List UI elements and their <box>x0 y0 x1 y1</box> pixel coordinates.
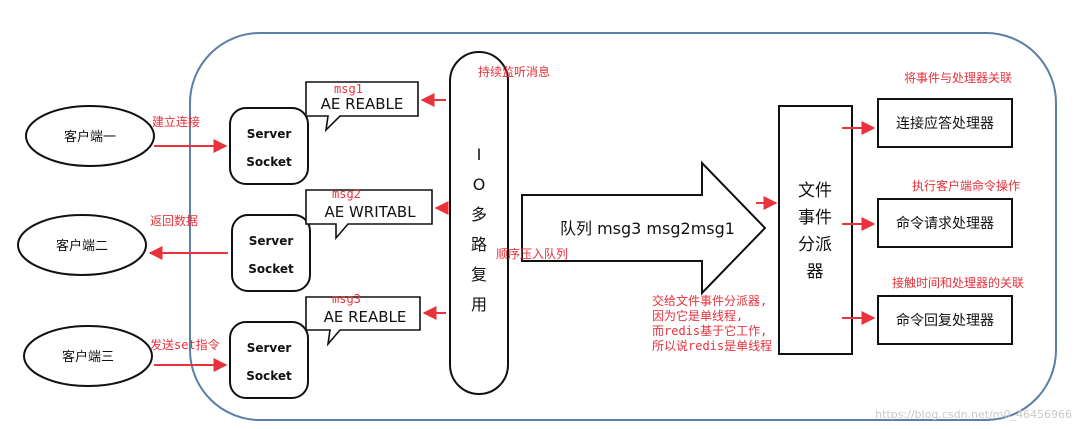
event-callout-1: AE REABLE msg1 <box>305 81 419 133</box>
file-event-dispatcher: 文件 事件 分派 器 <box>778 105 853 355</box>
label-timing: 接触时间和处理器的关联 <box>892 275 1024 290</box>
server-socket-3-line1: Server <box>247 341 292 355</box>
msg-label-3: msg3 <box>332 292 361 306</box>
dispatch-note-line-3: 而redis基于它工作, <box>652 323 767 338</box>
handler-command-reply-label: 命令回复处理器 <box>896 312 994 329</box>
handler-connect-reply: 连接应答处理器 <box>877 98 1013 148</box>
handler-command-request: 命令请求处理器 <box>877 198 1013 248</box>
io-char-2: O <box>473 175 486 194</box>
label-listen: 持续监听消息 <box>478 64 550 79</box>
io-char-5: 复 <box>471 265 487 284</box>
server-socket-2-line1: Server <box>249 234 294 248</box>
dispatcher-line-1: 文件 <box>798 181 832 201</box>
io-char-6: 用 <box>471 295 487 314</box>
event-callout-2: AE WRITABL msg2 <box>305 187 433 241</box>
label-return-data: 返回数据 <box>150 213 198 228</box>
event-callout-3-text: AE REABLE <box>324 308 407 326</box>
io-char-4: 路 <box>471 235 487 254</box>
client-3: 客户端三 <box>23 325 153 387</box>
label-associate: 将事件与处理器关联 <box>904 71 1012 85</box>
watermark: https://blog.csdn.net/m0_46456966 <box>875 408 1072 421</box>
label-enqueue: 顺序压入队列 <box>496 246 568 261</box>
server-socket-2: Server Socket <box>231 214 311 292</box>
dispatch-note-line-2: 因为它是单线程, <box>652 308 743 323</box>
server-socket-1: Server Socket <box>229 107 309 185</box>
dispatch-note-line-1: 交给文件事件分派器, <box>652 293 767 308</box>
handler-connect-reply-label: 连接应答处理器 <box>896 115 994 132</box>
event-callout-3: AE REABLE msg3 <box>305 292 421 347</box>
client-1: 客户端一 <box>25 105 155 167</box>
server-socket-3-line2: Socket <box>246 369 292 383</box>
red-arrows <box>148 93 876 372</box>
handler-command-reply: 命令回复处理器 <box>877 295 1013 345</box>
dispatcher-line-2: 事件 <box>798 208 832 228</box>
server-socket-1-line2: Socket <box>246 155 292 169</box>
server-socket-1-line1: Server <box>247 127 292 141</box>
redis-boundary <box>189 32 1057 421</box>
msg-label-1: msg1 <box>334 82 363 96</box>
label-connect: 建立连接 <box>152 114 200 129</box>
client-1-label: 客户端一 <box>64 129 116 145</box>
server-socket-2-line2: Socket <box>248 262 294 276</box>
io-char-3: 多 <box>471 205 487 224</box>
client-2-label: 客户端二 <box>56 238 108 254</box>
dispatcher-line-4: 器 <box>807 262 824 282</box>
label-send-set: 发送set指令 <box>150 337 220 352</box>
client-2: 客户端二 <box>17 214 147 276</box>
dispatch-note-line-4: 所以说redis是单线程 <box>652 338 772 353</box>
io-multiplexer: I O 多 路 复 用 <box>449 51 509 395</box>
queue-arrow: 队列 msg3 msg2msg1 <box>521 160 767 296</box>
server-socket-3: Server Socket <box>229 321 309 399</box>
event-callout-1-text: AE REABLE <box>321 95 404 113</box>
io-char-1: I <box>477 145 482 164</box>
label-exec: 执行客户端命令操作 <box>912 178 1020 193</box>
event-callout-2-text: AE WRITABL <box>324 203 416 221</box>
msg-label-2: msg2 <box>332 187 361 201</box>
dispatcher-line-3: 分派 <box>798 235 832 255</box>
dispatch-note: 交给文件事件分派器, 因为它是单线程, 而redis基于它工作, 所以说redi… <box>652 293 772 353</box>
handler-command-request-label: 命令请求处理器 <box>896 215 994 232</box>
queue-text: 队列 msg3 msg2msg1 <box>560 219 735 238</box>
client-3-label: 客户端三 <box>62 349 114 365</box>
